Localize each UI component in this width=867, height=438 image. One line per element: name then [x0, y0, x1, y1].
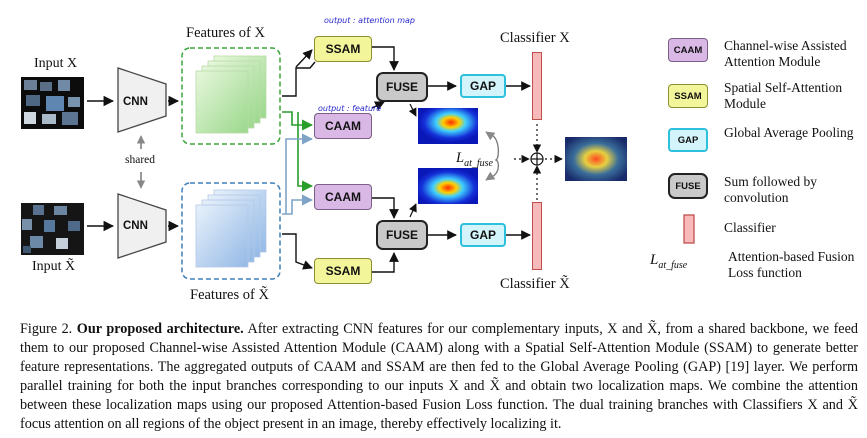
- legend-ssam-icon: SSAM: [668, 84, 708, 108]
- legend-gap-text: Global Average Pooling: [724, 125, 854, 140]
- legend-loss-text: Attention-based Fusion Loss function: [728, 249, 855, 280]
- caam-top: CAAM: [314, 113, 372, 139]
- shared-label: shared: [125, 154, 156, 166]
- classifier-xt-label: Classifier X̃: [500, 276, 570, 292]
- feature-stack-xt: [195, 189, 267, 268]
- architecture-figure: Input X Input X̃ CNN CNN shared Features…: [21, 16, 855, 303]
- loss-label: Lat_fuse: [456, 150, 493, 169]
- fused-localization-map: [565, 137, 627, 181]
- attention-map-x: [418, 108, 478, 144]
- features-xt-box: [181, 182, 281, 280]
- input-x-label: Input X: [34, 56, 78, 71]
- figure-caption: Figure 2. Our proposed architecture. Aft…: [20, 320, 858, 434]
- attention-map-xt: [418, 168, 478, 204]
- legend-classifier-text: Classifier: [724, 220, 776, 235]
- legend-fuse-text: Sum followed by convolution: [724, 174, 817, 205]
- legend-classifier-icon: [683, 214, 695, 244]
- fuse-bottom: FUSE: [376, 220, 428, 250]
- legend-loss-icon: Lat_fuse: [650, 252, 688, 271]
- cnn-label-bottom: CNN: [123, 220, 148, 232]
- caam-bottom: CAAM: [314, 184, 372, 210]
- handwritten-note-top: output : attention map: [324, 16, 415, 25]
- ssam-top: SSAM: [314, 36, 372, 62]
- caption-title: Our proposed architecture.: [76, 321, 244, 337]
- ssam-bottom: SSAM: [314, 258, 372, 284]
- cnn-label-top: CNN: [123, 96, 148, 108]
- features-x-box: [181, 47, 281, 145]
- input-image-xt: [21, 203, 84, 255]
- classifier-x-label: Classifier X: [500, 30, 570, 46]
- cnn-block-bottom: [117, 193, 167, 259]
- legend-gap-icon: GAP: [668, 128, 708, 152]
- legend-fuse-icon: FUSE: [668, 173, 708, 199]
- legend-caam-icon: CAAM: [668, 38, 708, 62]
- classifier-xt-bar: [532, 202, 542, 270]
- classifier-x-bar: [532, 52, 542, 120]
- fuse-top: FUSE: [376, 72, 428, 102]
- handwritten-note-mid: output : feature: [318, 104, 382, 113]
- legend-caam-text: Channel-wise Assisted Attention Module: [724, 38, 847, 69]
- caption-body: After extracting CNN features for our co…: [20, 321, 859, 432]
- gap-bottom: GAP: [460, 223, 506, 247]
- caption-prefix: Figure 2.: [20, 321, 73, 337]
- feature-stack-x: [195, 55, 267, 134]
- legend-ssam-text: Spatial Self-Attention Module: [724, 80, 843, 111]
- input-xt-label: Input X̃: [32, 259, 76, 274]
- features-xt-label: Features of X̃: [190, 287, 269, 303]
- gap-top: GAP: [460, 74, 506, 98]
- figure-svg: [21, 46, 695, 280]
- features-x-label: Features of X: [186, 25, 265, 41]
- cnn-block-top: [117, 67, 167, 133]
- input-image-x: [21, 77, 84, 129]
